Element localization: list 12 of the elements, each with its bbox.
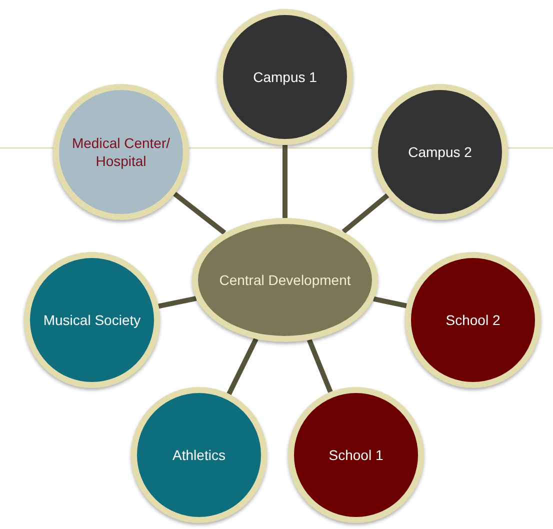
node-label: Campus 1 — [253, 68, 317, 86]
connector-line — [173, 192, 226, 235]
node-label: Medical Center/ Hospital — [71, 134, 171, 170]
node-label: Campus 2 — [408, 143, 472, 161]
node-label: School 2 — [446, 311, 500, 329]
node-label: Central Development — [219, 271, 351, 289]
node-label: Musical Society — [43, 311, 141, 329]
connector-line — [158, 296, 197, 309]
connector-line — [373, 296, 408, 308]
node-label: School 1 — [328, 446, 384, 464]
node-label: Athletics — [172, 446, 226, 464]
connector-line — [282, 145, 288, 218]
